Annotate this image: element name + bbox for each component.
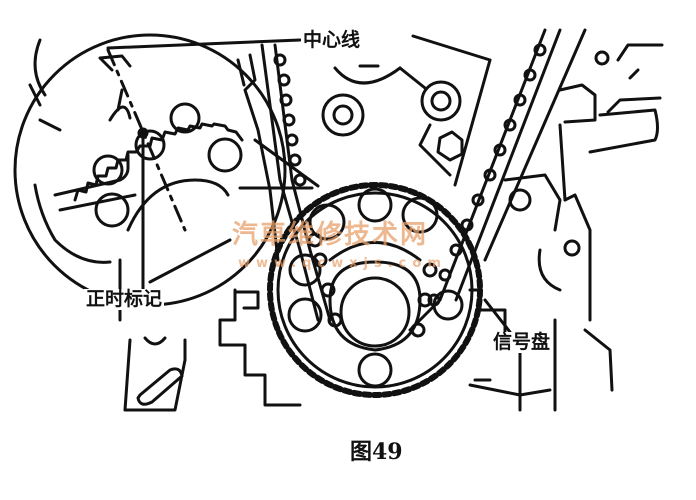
engine-base [218, 288, 552, 407]
camshaft-area [321, 34, 492, 187]
engine-block-right [503, 43, 664, 412]
magnifier-detail [13, 33, 320, 307]
label-centerline: 中心线 [301, 29, 363, 51]
crank-sprocket [267, 182, 512, 398]
label-timing-mark: 正时标记 [84, 288, 165, 310]
chain-right [408, 28, 587, 332]
figure-caption: 图49 [350, 439, 403, 465]
label-signal-disc: 信号盘 [491, 331, 553, 353]
